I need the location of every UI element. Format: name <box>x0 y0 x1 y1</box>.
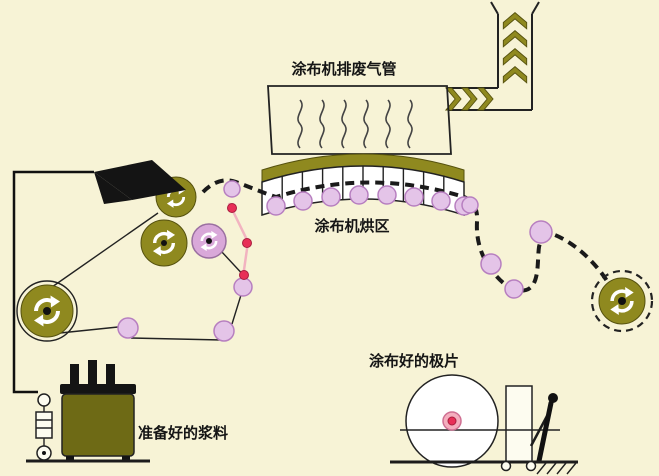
wet-dot <box>239 270 249 280</box>
winder-hub-dot <box>447 416 457 426</box>
lever-knob <box>548 393 558 403</box>
exhaust-duct-horizontal <box>445 87 532 111</box>
unwind-roll <box>16 280 78 342</box>
wet-dot <box>227 203 237 213</box>
wet-coat-marks <box>227 202 252 280</box>
chevron-up-icon <box>502 30 528 48</box>
label-coated-sheet: 涂布好的极片 <box>369 352 459 370</box>
chevron-up-icon <box>502 66 528 84</box>
guide-roller <box>461 196 479 214</box>
chevron-up-icon <box>502 12 528 30</box>
coating-station <box>94 160 227 267</box>
guide-roller <box>293 191 313 211</box>
guide-roller <box>377 185 397 205</box>
guide-roller <box>223 180 241 198</box>
wound-roll-dashed <box>590 269 654 333</box>
chevron-up-icon <box>502 48 528 66</box>
winder-brace <box>529 415 549 447</box>
slurry-tank <box>26 360 150 463</box>
roll-outline <box>16 280 78 342</box>
guide-roller <box>117 317 139 339</box>
hopper-blade <box>94 160 186 200</box>
exhaust-duct-vertical <box>490 1 540 110</box>
guide-roller <box>233 277 253 297</box>
guide-roller <box>321 187 341 207</box>
guide-rollers <box>117 180 553 342</box>
foil-web-lines <box>51 212 248 341</box>
guide-roller <box>480 253 502 275</box>
pump-wheel-axle <box>42 451 46 455</box>
guide-roller <box>529 220 553 244</box>
duct-wall <box>490 1 540 110</box>
tank-body <box>61 393 135 457</box>
roll-axle <box>618 297 626 305</box>
winder-lever <box>536 400 554 464</box>
guide-roller <box>213 320 235 342</box>
label-drying-zone: 涂布机烘区 <box>314 217 389 235</box>
rewind-roll <box>590 269 654 333</box>
oven-hood <box>267 85 452 155</box>
heat-wave-lines <box>297 99 413 149</box>
chevron-right-icon <box>461 87 478 111</box>
tank-top-pipes <box>70 360 115 386</box>
stand-wheel <box>525 460 537 472</box>
stand-wheel <box>500 460 512 472</box>
roll-axle <box>161 240 167 246</box>
guide-roller <box>431 191 451 211</box>
label-slurry: 准备好的浆料 <box>138 424 228 442</box>
hopper-blade <box>94 172 132 204</box>
winder-stand <box>505 385 533 463</box>
pump-valve-ball <box>37 393 51 407</box>
slurry-supply-pipe <box>12 170 94 394</box>
guide-roller <box>349 185 369 205</box>
slurry-pump <box>35 393 53 461</box>
ground-hatching <box>536 462 577 475</box>
pump-detail-lines <box>36 406 52 448</box>
guide-roller <box>404 187 424 207</box>
roll-axle <box>43 307 51 315</box>
tank-lid <box>60 384 136 394</box>
roll-axle <box>206 238 212 244</box>
wet-dot <box>242 238 252 248</box>
winding-machine <box>390 374 578 475</box>
hood-outline <box>267 85 452 155</box>
chevron-right-icon <box>477 87 494 111</box>
pump-body <box>35 411 53 439</box>
label-exhaust-pipe: 涂布机排废气管 <box>291 60 396 78</box>
guide-roller <box>266 196 286 216</box>
guide-roller <box>504 279 524 299</box>
